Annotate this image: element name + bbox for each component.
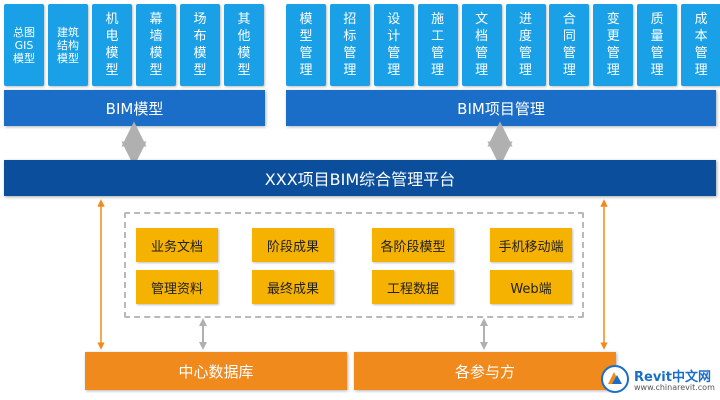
tile-char: 模 (237, 46, 251, 61)
tile-char: 变 (606, 12, 620, 27)
bim-management-tile: 施工管理 (417, 4, 458, 86)
revit-r-logo-icon (601, 365, 629, 393)
tile-char: 其 (237, 12, 251, 27)
tile-char: 管 (299, 46, 313, 61)
tile-char: 模 (105, 46, 119, 61)
tile-char: 结构 (57, 38, 79, 52)
tile-char: 管 (343, 46, 357, 61)
tile-char: 建筑 (57, 25, 79, 39)
tile-char: 进 (518, 12, 532, 27)
tile-char: 场 (193, 12, 207, 27)
tile-char: 设 (387, 12, 401, 27)
module-cell: 管理资料 (136, 270, 218, 304)
tile-char: 管 (650, 46, 664, 61)
modules-frame (124, 212, 584, 318)
watermark-brand: Revit中文网 (634, 370, 711, 385)
bim-management-tile: 设计管理 (373, 4, 414, 86)
bim-management-tile: 招标管理 (329, 4, 370, 86)
tile-char: 模 (149, 46, 163, 61)
tile-char: 质 (650, 12, 664, 27)
tile-char: 档 (475, 29, 489, 44)
tile-char: 他 (237, 29, 251, 44)
tile-char: 同 (562, 29, 576, 44)
tile-char: 模型 (57, 51, 79, 65)
platform-bar: XXX项目BIM综合管理平台 (4, 160, 716, 196)
tile-char: 文 (475, 12, 489, 27)
tile-char: 管 (562, 46, 576, 61)
tile-char: 合 (562, 12, 576, 27)
bim-model-bar: BIM模型 (4, 90, 265, 126)
module-cell: 业务文档 (136, 228, 218, 262)
tile-char: 幕 (149, 12, 163, 27)
watermark-url: www.chinarevit.com (634, 383, 715, 392)
bim-management-tile: 成本管理 (681, 4, 720, 86)
tile-char: 工 (431, 29, 445, 44)
tile-char: 理 (431, 63, 445, 78)
tile-char: 型 (193, 63, 207, 78)
tile-char: 理 (518, 63, 532, 78)
module-cell: 各阶段模型 (372, 228, 454, 262)
tile-char: 电 (105, 29, 119, 44)
participants: 各参与方 (354, 352, 616, 390)
tile-char: 理 (475, 63, 489, 78)
tile-char: 本 (694, 29, 708, 44)
module-cell: 最终成果 (252, 270, 334, 304)
module-cell: 手机移动端 (490, 228, 572, 262)
tile-char: 理 (343, 63, 357, 78)
bim-model-tile: 机电模型 (92, 4, 132, 86)
bim-management-tile: 质量管理 (637, 4, 678, 86)
bim-model-tile: 其他模型 (224, 4, 264, 86)
bim-management-tile: 变更管理 (593, 4, 634, 86)
tile-char: 招 (343, 12, 357, 27)
tile-char: 型 (105, 63, 119, 78)
tile-char: 管 (694, 46, 708, 61)
tile-char: 管 (606, 46, 620, 61)
tile-char: 计 (387, 29, 401, 44)
bim-management-tile: 文档管理 (461, 4, 502, 86)
tile-char: 型 (149, 63, 163, 78)
watermark-logo: Revit中文网 www.chinarevit.com (600, 362, 720, 398)
bim-model-tile: 幕墙模型 (136, 4, 176, 86)
tile-char: 管 (431, 46, 445, 61)
tile-char: 模 (299, 12, 313, 27)
tile-char: 机 (105, 12, 119, 27)
tile-char: 理 (562, 63, 576, 78)
tile-char: 管 (475, 46, 489, 61)
tile-char: 施 (431, 12, 445, 27)
tile-char: 总图 (13, 25, 35, 39)
tile-char: 理 (650, 63, 664, 78)
tile-char: 墙 (149, 29, 163, 44)
center-database: 中心数据库 (85, 352, 347, 390)
tile-char: 度 (518, 29, 532, 44)
tile-char: 管 (387, 46, 401, 61)
tile-char: 理 (387, 63, 401, 78)
tile-char: 模 (193, 46, 207, 61)
module-cell: 阶段成果 (252, 228, 334, 262)
tile-char: 成 (694, 12, 708, 27)
bim-management-tile: 进度管理 (505, 4, 546, 86)
tile-char: 更 (606, 29, 620, 44)
bim-management-bar: BIM项目管理 (286, 90, 716, 126)
tile-char: 理 (606, 63, 620, 78)
tile-char: 布 (193, 29, 207, 44)
module-cell: 工程数据 (372, 270, 454, 304)
tile-char: 模型 (13, 51, 35, 65)
tile-char: GIS (14, 38, 34, 52)
bim-model-tile: 场布模型 (180, 4, 220, 86)
bim-management-tile: 合同管理 (549, 4, 590, 86)
tile-char: 量 (650, 29, 664, 44)
tile-char: 理 (299, 63, 313, 78)
bim-management-tile: 模型管理 (286, 4, 326, 86)
tile-char: 管 (518, 46, 532, 61)
tile-char: 型 (237, 63, 251, 78)
tile-char: 理 (694, 63, 708, 78)
bim-model-tile: 建筑结构模型 (48, 4, 88, 86)
tile-char: 型 (299, 29, 313, 44)
module-cell: Web端 (490, 270, 572, 304)
tile-char: 标 (343, 29, 357, 44)
